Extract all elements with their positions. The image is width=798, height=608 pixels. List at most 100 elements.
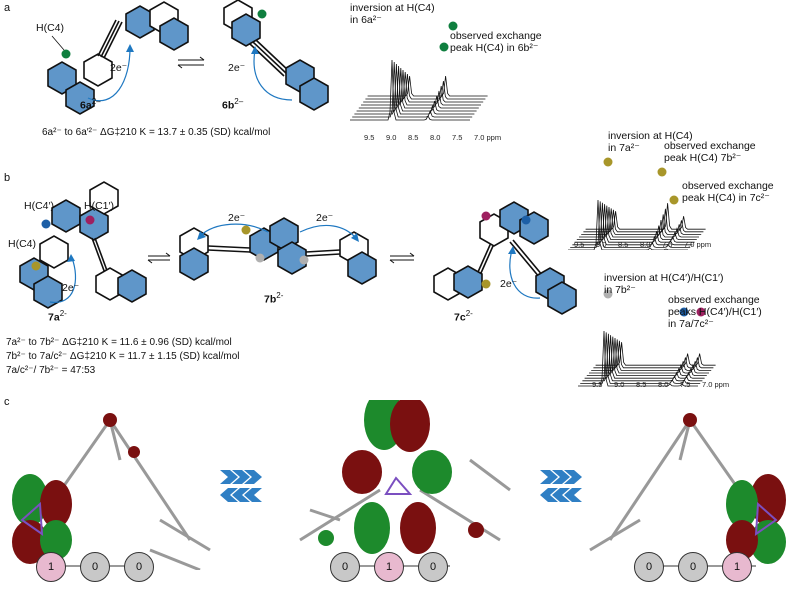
h-c1p-label: H(C1′): [84, 200, 114, 212]
node-mid-1: 0: [330, 552, 360, 582]
orbital-lobes-middle: [318, 400, 484, 554]
equation-b2: 7b²⁻ to 7a/c²⁻ ΔG‡210 K = 11.7 ± 1.15 (S…: [6, 351, 240, 362]
nmr-trace: [589, 337, 709, 374]
nmr-b1-exchange1-line2: peak H(C4) 7b²⁻: [664, 152, 742, 164]
nmr-trace: [354, 63, 475, 115]
molecule-7a: [19, 181, 147, 309]
nmr-b2-inversion-line2: in 7b²⁻: [604, 284, 636, 296]
h-c4p-label: H(C4′): [24, 200, 54, 212]
nmr-b2-inversion-line1: inversion at H(C4′)/H(C1′): [604, 272, 724, 284]
mol-7c-label: 7c2-: [454, 309, 473, 324]
nmr-spectrum-b1: [568, 157, 706, 250]
nmr-trace: [583, 208, 704, 233]
mol-6a-label: 6a2–: [80, 97, 101, 112]
nmr-trace: [574, 204, 695, 243]
h-c4-dot-green: [61, 49, 71, 59]
nmr-trace: [578, 330, 698, 387]
nmr-a-inversion-line1: inversion at H(C4): [350, 2, 435, 14]
nmr-trace: [365, 73, 486, 100]
electron-arrow-7a: [49, 257, 77, 303]
centroid-marker-middle: [384, 476, 413, 495]
nmr-trace: [572, 202, 693, 246]
nmr-a-exchange-line2: peak H(C4) in 6b²⁻: [450, 42, 539, 54]
molecule-7b: [179, 217, 377, 285]
electron-label-7b-right: 2e⁻: [316, 212, 334, 224]
electron-arrow-a-right: [253, 49, 293, 101]
nmr-trace: [350, 59, 470, 121]
electron-label-7b-left: 2e⁻: [228, 212, 246, 224]
molecule-7c: [433, 201, 577, 315]
centroid-marker-left: [20, 501, 44, 537]
dot-olive-7b: [241, 225, 251, 235]
equation-b1: 7a²⁻ to 7b²⁻ ΔG‡210 K = 11.6 ± 0.96 (SD)…: [6, 337, 232, 348]
nmr-trace: [595, 342, 716, 366]
dot-grey-7b-b: [299, 255, 309, 265]
nmr-spectrum-b2: [578, 289, 716, 387]
panel-a-molecules: [47, 0, 329, 115]
mol-7a-label: 7a2-: [48, 309, 67, 324]
node-left-3: 0: [124, 552, 154, 582]
dot-blue-7c: [521, 215, 531, 225]
centroid-marker-right: [754, 501, 778, 537]
nmr-trace: [591, 339, 712, 371]
electron-arrow-7b-left: [199, 223, 269, 237]
nmr-trace: [580, 332, 701, 384]
nmr-b1-exchange1-line1: observed exchange: [664, 140, 756, 152]
nmr-a-inversion-line2: in 6a²⁻: [350, 14, 382, 26]
nmr-b1-exchange2-line1: observed exchange: [682, 180, 774, 192]
nmr-b1-inversion-line1: inversion at H(C4): [608, 130, 693, 142]
nmr-trace: [363, 71, 484, 103]
nmr-trace: [593, 340, 714, 369]
panel-b-molecules: [19, 181, 577, 315]
node-left-1: 1: [36, 552, 66, 582]
nmr-trace: [586, 336, 707, 377]
h-c1p-dot-magenta: [85, 215, 95, 225]
orbital-structure-middle: [299, 458, 511, 542]
nmr-trace: [581, 208, 702, 235]
nmr-a-exchange-line1: observed exchange: [450, 30, 542, 42]
electron-label-7a: 2e⁻: [62, 282, 80, 294]
nmr-trace: [584, 335, 705, 379]
node-right-1: 0: [634, 552, 664, 582]
panel-c-letter: c: [4, 396, 10, 408]
node-mid-2: 1: [374, 552, 404, 582]
h-c4-label-b: H(C4): [8, 238, 36, 250]
nmr-trace: [356, 65, 477, 112]
electron-label-a-right: 2e⁻: [228, 62, 246, 74]
nmr-trace: [585, 203, 706, 230]
nmr-b1-exchange2-line2: peak H(C4) in 7c²⁻: [682, 192, 770, 204]
orbital-lobes-left: [12, 413, 140, 564]
equilibrium-arrows-a: [177, 56, 205, 69]
dot-magenta-7c: [481, 211, 491, 221]
h-c4-dot-green-6b: [257, 9, 267, 19]
nmr-trace: [361, 69, 481, 106]
electron-arrow-7c: [509, 249, 541, 299]
mol-7b-label: 7b2-: [264, 291, 284, 306]
node-right-2: 0: [678, 552, 708, 582]
equilibrium-arrows-b2: [389, 252, 415, 264]
nmr-trace: [352, 61, 473, 118]
nmr-b2-exchange-line3: in 7a/7c²⁻: [668, 318, 714, 330]
nmr-trace: [367, 75, 488, 97]
nmr-trace: [568, 199, 688, 250]
h-c4p-dot-blue: [41, 219, 51, 229]
molecule-6a: [47, 1, 189, 115]
panel-b-letter: b: [4, 172, 11, 184]
nmr-b2-exchange-line2: peaks H(C4′)/H(C1′): [668, 306, 762, 318]
panel-c-orbitals: [12, 400, 786, 570]
h-c4-dot-olive-7a: [31, 261, 41, 271]
double-chevron-left: [220, 470, 262, 502]
nmr-trace: [582, 333, 703, 382]
nmr-b2-exchange-line1: observed exchange: [668, 294, 760, 306]
h-c4-label-a: H(C4): [36, 22, 64, 34]
equation-a: 6a²⁻ to 6a′²⁻ ΔG‡210 K = 13.7 ± 0.35 (SD…: [42, 127, 271, 138]
electron-label-7c: 2e⁻: [500, 278, 518, 290]
node-left-2: 0: [80, 552, 110, 582]
nmr-trace: [570, 201, 691, 248]
electron-arrow-a-left: [87, 47, 131, 102]
electron-arrow-7b-right: [299, 224, 357, 239]
nmr-trace: [579, 206, 699, 238]
electron-label-a-left: 2e⁻: [110, 62, 128, 74]
equilibrium-arrows-b1: [147, 252, 171, 264]
